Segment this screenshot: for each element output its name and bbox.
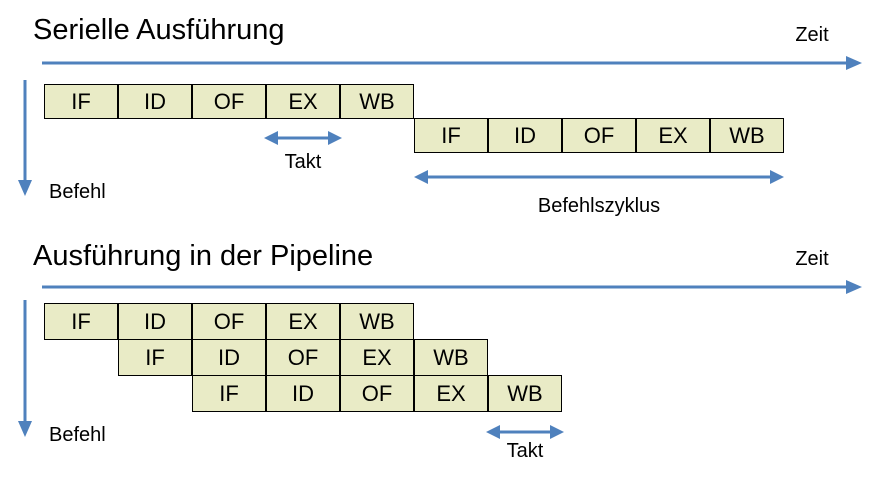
stage-cell: EX — [414, 375, 488, 412]
stage-cell: ID — [118, 303, 192, 340]
time-axis-label: Zeit — [795, 24, 829, 46]
stage-cell: WB — [488, 375, 562, 412]
time-axis-arrow-icon — [42, 56, 862, 70]
instruction-axis-label: Befehl — [49, 424, 106, 446]
stage-cell: EX — [340, 339, 414, 376]
stage-cell: EX — [636, 118, 710, 153]
stage-cell: OF — [340, 375, 414, 412]
takt-label: Takt — [506, 440, 544, 462]
stage-cell: OF — [266, 339, 340, 376]
time-axis-label: Zeit — [795, 248, 829, 270]
instruction-axis-arrow-icon — [18, 300, 32, 437]
stage-cell: OF — [192, 84, 266, 119]
instruction-axis-label: Befehl — [49, 181, 106, 203]
stage-cell: IF — [44, 84, 118, 119]
stage-cell: OF — [562, 118, 636, 153]
stage-cell: EX — [266, 303, 340, 340]
pipeline-section-title: Ausführung in der Pipeline — [33, 240, 374, 272]
stage-cell: ID — [118, 84, 192, 119]
stage-cell: ID — [192, 339, 266, 376]
befehlszyklus-arrow-icon — [414, 170, 784, 184]
stage-cell: WB — [340, 84, 414, 119]
stage-cell: WB — [710, 118, 784, 153]
stage-cell: ID — [488, 118, 562, 153]
stage-cell: IF — [414, 118, 488, 153]
takt-label: Takt — [284, 151, 322, 173]
instruction-axis-arrow-icon — [18, 80, 32, 196]
befehlszyklus-label: Befehlszyklus — [537, 195, 661, 217]
stage-cell: IF — [192, 375, 266, 412]
stage-cell: ID — [266, 375, 340, 412]
time-axis-arrow-icon — [42, 280, 862, 294]
stage-cell: IF — [44, 303, 118, 340]
stage-cell: IF — [118, 339, 192, 376]
takt-arrow-icon — [264, 131, 342, 145]
stage-cell: WB — [414, 339, 488, 376]
stage-cell: WB — [340, 303, 414, 340]
serial-section-title: Serielle Ausführung — [33, 14, 285, 46]
takt-arrow-icon — [486, 425, 564, 439]
stage-cell: OF — [192, 303, 266, 340]
stage-cell: EX — [266, 84, 340, 119]
